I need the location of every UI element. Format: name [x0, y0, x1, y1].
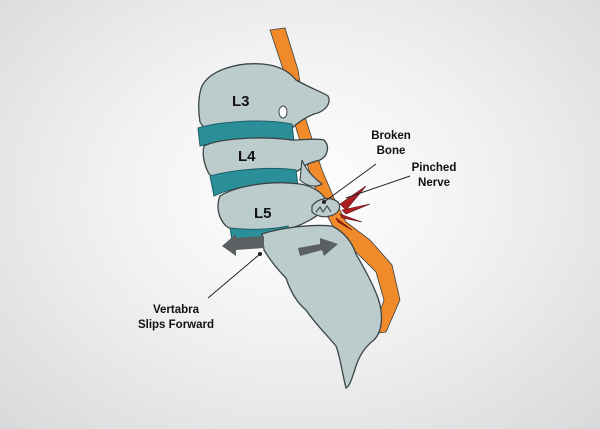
pinched-nerve-label-line1: Pinched	[412, 162, 457, 174]
l5-vertebra	[217, 182, 328, 234]
broken-bone-label-line1: Broken	[371, 130, 411, 142]
l3-foramen	[278, 105, 288, 119]
broken-bone-leader	[323, 163, 377, 203]
sacrum	[261, 224, 383, 389]
slips-forward-label-line1: Vertabra	[153, 304, 200, 316]
slip-arrow-left-icon	[222, 234, 264, 256]
pinched-nerve-label-line2: Nerve	[418, 177, 450, 189]
fracture-line	[315, 205, 332, 214]
l3-label: L3	[232, 93, 250, 110]
slips-forward-dot	[258, 252, 262, 256]
slips-forward-label-line2: Slips Forward	[138, 319, 214, 331]
l4-label: L4	[238, 148, 256, 165]
l5-label: L5	[254, 205, 272, 222]
broken-bone-dot	[322, 200, 326, 204]
pinched-nerve-leader	[345, 175, 411, 199]
l4-articular-process	[299, 159, 323, 187]
slips-forward-leader	[207, 253, 261, 299]
slip-arrow-right-icon	[298, 238, 338, 256]
inflammation-icon	[335, 185, 371, 231]
broken-bone-label-line2: Bone	[377, 145, 406, 157]
